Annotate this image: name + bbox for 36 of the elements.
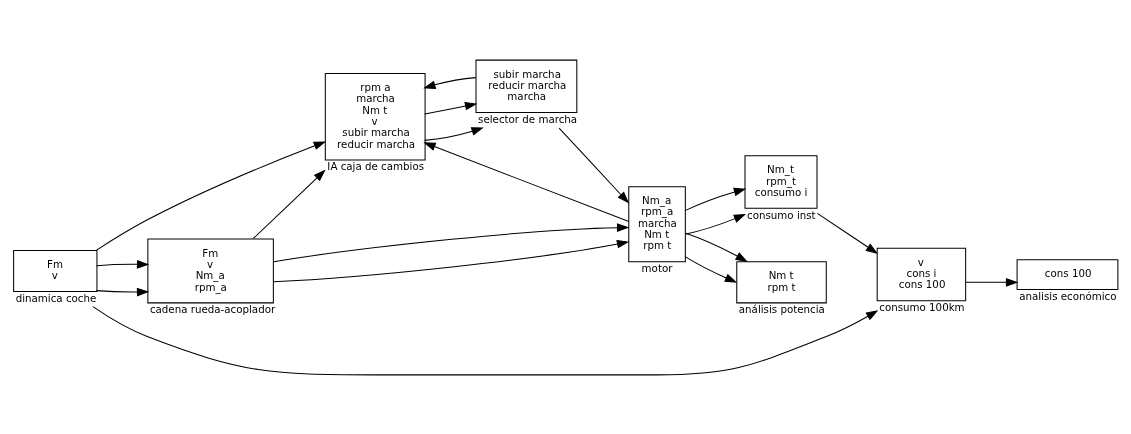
node-label: consumo 100km [879,300,965,313]
node-label: cadena rueda-acoplador [149,302,276,315]
node-label: dinamica coche [15,291,97,304]
arrow [684,213,747,235]
arrow [96,287,150,296]
node-box: rpm a marcha Nm t v subir marcha reducir marcha [324,72,426,160]
arrow [424,126,484,141]
node-label: consumo inst [747,208,816,221]
arrow [423,141,629,222]
arrow [965,277,1019,287]
node-box: Nm_t rpm_t consumo i [744,154,818,209]
node-box: Nm_a rpm_a marcha Nm t rpm t [628,185,686,262]
arrow [558,127,630,204]
arrow [96,140,327,251]
node-label: selector de marcha [478,112,578,125]
node-box: v cons i cons 100 [876,247,967,301]
node-label: análisis potencia [738,302,825,315]
arrow [92,305,879,375]
arrow [816,212,879,254]
arrow [96,259,150,269]
arrow [684,255,738,283]
node-box: Fm v [13,249,98,292]
node-label: IA caja de cambios [327,159,425,172]
node-box: cons 100 [1016,258,1119,290]
arrow [273,239,630,282]
arrow [684,187,747,211]
arrow [423,76,477,89]
node-label: analisis económico [1019,289,1117,302]
arrow [273,222,630,262]
node-box: Fm v Nm_a rpm_a [147,238,274,303]
arrow [424,101,478,115]
arrow [684,232,748,262]
node-box: Nm t rpm t [736,260,827,303]
node-box: subir marcha reducir marcha marcha [475,59,578,113]
node-label: motor [641,261,673,274]
arrow [252,169,326,239]
